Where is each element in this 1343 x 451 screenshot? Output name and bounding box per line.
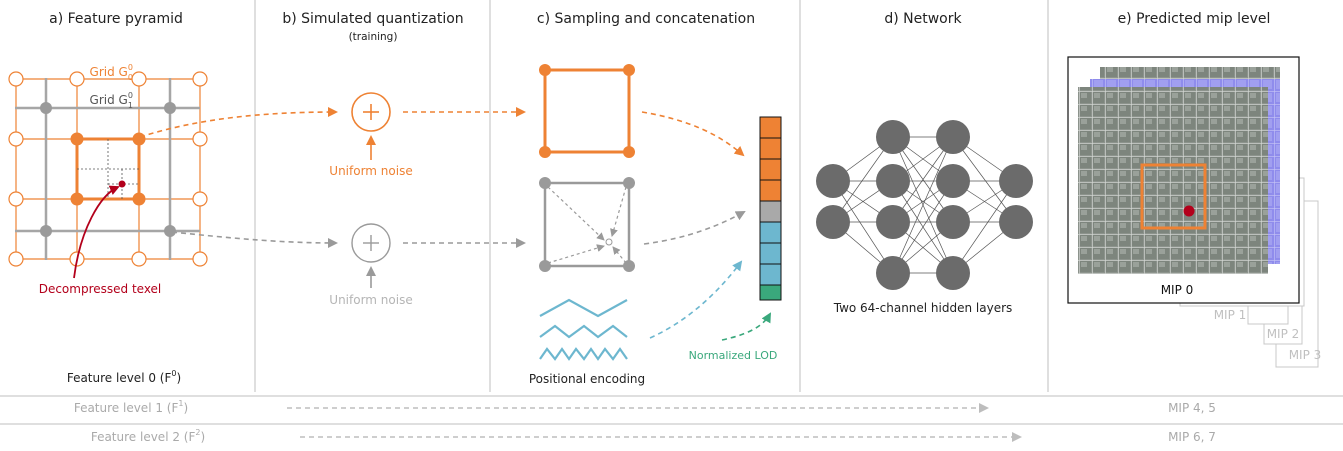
- feature-level-1-sup: 1: [178, 399, 183, 408]
- grid-g0-label-base: Grid G: [90, 65, 128, 79]
- feature-level-0-base: Feature level 0 (F: [67, 371, 172, 385]
- feature-level-2-sup: 2: [195, 428, 200, 437]
- feature-level-0-label: Feature level 0 (F0): [67, 369, 181, 385]
- texel-pointer-arrow: [73, 185, 120, 279]
- plus-icon-orange: [363, 104, 379, 120]
- title-sampling-concatenation: c) Sampling and concatenation: [537, 11, 755, 27]
- network-edges: [832, 136, 1017, 274]
- feature-level-2-end: ): [200, 430, 205, 444]
- orange-sample-square: [543, 68, 631, 154]
- network-edge: [952, 136, 1017, 223]
- network-edge: [892, 180, 954, 274]
- mip-panel: MIP 1 MIP 2 MIP 3 MIP 0: [1067, 56, 1322, 368]
- title-simulated-quantization: b) Simulated quantization: [282, 11, 463, 27]
- quantization-panel: Uniform noise Uniform noise: [329, 92, 413, 307]
- title-feature-pyramid: a) Feature pyramid: [49, 11, 183, 27]
- grid-g1-label-base: Grid G: [90, 93, 128, 107]
- normalized-lod-label: Normalized LOD: [689, 349, 778, 362]
- sample-point: [605, 238, 613, 246]
- network-nodes: [816, 120, 1033, 290]
- hidden-neuron: [876, 164, 910, 198]
- feature-level-2-label: Feature level 2 (F2): [91, 428, 205, 444]
- section-dividers: [0, 0, 1343, 425]
- mip3-label: MIP 3: [1289, 348, 1322, 362]
- texture-layer-front: [1078, 87, 1268, 274]
- concat-arrows: [641, 111, 771, 341]
- arrow-encoding-to-vector: [649, 260, 743, 339]
- feature-level-2-base: Feature level 2 (F: [91, 430, 196, 444]
- feature-vector: [759, 116, 782, 301]
- title-network: d) Network: [884, 11, 962, 27]
- plus-icon-gray: [363, 235, 379, 251]
- uniform-noise-label-top: Uniform noise: [329, 164, 412, 178]
- arrow-gray-to-vector: [643, 211, 746, 245]
- section-titles: a) Feature pyramid b) Simulated quantiza…: [49, 11, 1270, 43]
- subtitle-training: (training): [349, 31, 398, 43]
- mip0-label: MIP 0: [1161, 283, 1194, 297]
- predicted-texel-window: [1140, 163, 1207, 230]
- feature-level-1-base: Feature level 1 (F: [74, 401, 179, 415]
- network-edge: [832, 180, 894, 274]
- network-edge: [832, 136, 894, 223]
- grid-g1-nodes: [40, 102, 176, 237]
- decompressed-texel-label: Decompressed texel: [39, 282, 162, 296]
- predicted-texel-point: [1183, 205, 1195, 217]
- hidden-neuron: [936, 164, 970, 198]
- texel-point: [118, 180, 126, 188]
- input-neuron: [816, 205, 850, 239]
- input-neuron: [816, 164, 850, 198]
- arrow-a-to-b-gray: [171, 231, 338, 248]
- hidden-neuron: [936, 205, 970, 239]
- arrow-orange-to-vector: [641, 111, 745, 157]
- bottom-rows: Feature level 1 (F1) MIP 4, 5 Feature le…: [74, 399, 1216, 444]
- grid-g0-nodes: [8, 71, 208, 267]
- title-predicted-mip: e) Predicted mip level: [1118, 11, 1271, 27]
- positional-encoding-waves: [539, 298, 628, 361]
- hidden-layers-label: Two 64-channel hidden layers: [833, 301, 1013, 315]
- bilinear-weights: [547, 186, 627, 264]
- output-neuron: [999, 205, 1033, 239]
- feature-level-1-label: Feature level 1 (F1): [74, 399, 188, 415]
- network-edge: [892, 136, 954, 274]
- orange-sample-corners: [539, 64, 635, 158]
- sampling-panel: Positional encoding Normalized LOD: [529, 64, 782, 386]
- arrow-a-to-b-orange: [139, 107, 338, 138]
- network-panel: Two 64-channel hidden layers: [816, 120, 1033, 315]
- grid-g1-label-sup: 0: [128, 91, 133, 100]
- gray-sample-square: [543, 181, 631, 268]
- grid-g0-label-sub: 0: [128, 73, 133, 82]
- gray-sample-corners: [539, 177, 635, 272]
- mip-6-7-label: MIP 6, 7: [1168, 430, 1216, 444]
- mip2-label: MIP 2: [1267, 327, 1300, 341]
- uniform-noise-label-bottom: Uniform noise: [329, 293, 412, 307]
- output-neuron: [999, 164, 1033, 198]
- feature-level-0-sup: 0: [171, 369, 176, 378]
- hidden-neuron: [876, 120, 910, 154]
- grid-g0-label-sup: 0: [128, 63, 133, 72]
- hidden-neuron: [936, 120, 970, 154]
- hidden-neuron: [936, 256, 970, 290]
- grid-g1-label-sub: 1: [128, 101, 133, 110]
- network-edge: [952, 180, 1017, 274]
- hidden-neuron: [876, 256, 910, 290]
- arrow-lod-to-vector: [721, 312, 771, 341]
- mip-4-5-label: MIP 4, 5: [1168, 401, 1216, 415]
- mip1-label: MIP 1: [1214, 308, 1247, 322]
- feature-level-1-end: ): [183, 401, 188, 415]
- feature-level-0-end: ): [176, 371, 181, 385]
- positional-encoding-label: Positional encoding: [529, 372, 645, 386]
- network-edge: [892, 136, 954, 223]
- flow-arrows: [139, 107, 526, 248]
- subcell-guides: [77, 139, 139, 199]
- hidden-neuron: [876, 205, 910, 239]
